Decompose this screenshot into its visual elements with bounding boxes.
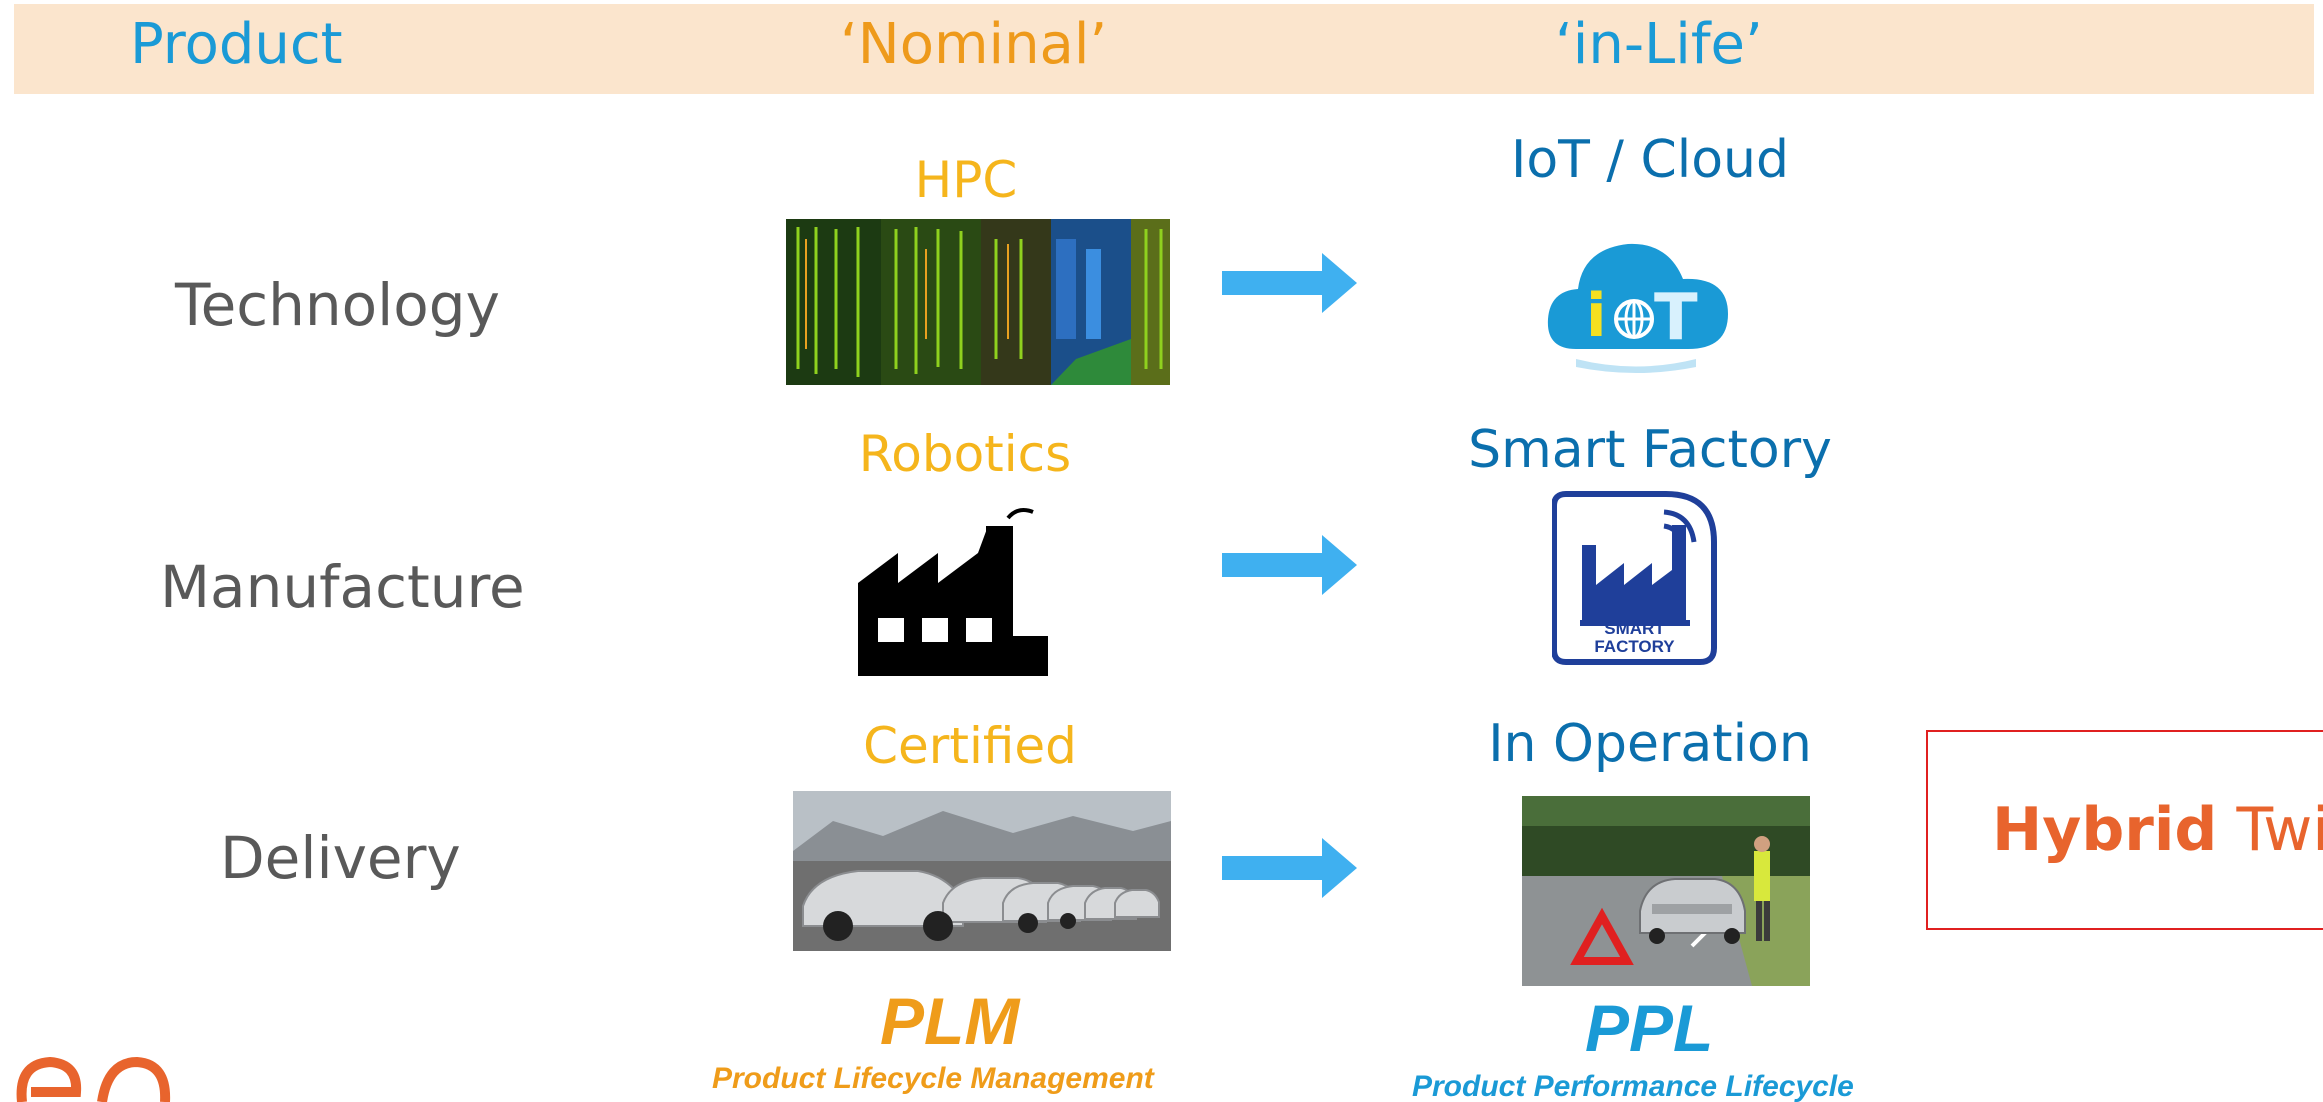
company-logo-icon [14, 1050, 174, 1102]
header-product: Product [130, 12, 343, 77]
header-nominal: ‘Nominal’ [840, 12, 1108, 77]
plm-acronym: PLM [880, 984, 1020, 1058]
hybrid-twin-box: Hybrid Twin [1926, 730, 2323, 930]
iot-cloud-icon: i T [1546, 224, 1731, 374]
hybrid-twin-word-1: Hybrid [1992, 795, 2218, 865]
certified-cars-image [793, 791, 1171, 951]
ppl-full-name: Product Performance Lifecycle [1412, 1070, 1854, 1102]
arrow-right-icon [1222, 253, 1357, 313]
row-label-technology: Technology [175, 271, 500, 339]
nominal-title-hpc: HPC [914, 151, 1018, 209]
nominal-title-certified: Certified [863, 717, 1077, 775]
smart-factory-icon: SMART FACTORY [1551, 490, 1717, 666]
row-label-delivery: Delivery [220, 824, 461, 892]
iot-letter-i-text: i [1586, 281, 1607, 351]
row-label-manufacture: Manufacture [160, 553, 525, 621]
header-band [14, 4, 2314, 94]
ppl-acronym: PPL [1585, 991, 1714, 1065]
smart-factory-caption-line1: SMART [1604, 619, 1665, 638]
factory-icon [858, 498, 1048, 676]
in-life-title-operation: In Operation [1488, 714, 1812, 774]
hybrid-twin-logo: Hybrid Twin [1992, 794, 2323, 866]
car-breakdown-image [1522, 796, 1810, 986]
plm-full-name: Product Lifecycle Management [712, 1062, 1154, 1095]
hybrid-twin-word-2: Twin [2236, 795, 2323, 865]
iot-letter-t-text: T [1654, 281, 1698, 355]
smart-factory-caption-line2: FACTORY [1594, 637, 1675, 656]
in-life-title-iot: IoT / Cloud [1510, 130, 1790, 190]
in-life-title-smart-factory: Smart Factory [1468, 420, 1832, 480]
arrow-right-icon [1222, 838, 1357, 898]
hpc-server-room-image [786, 219, 1170, 385]
arrow-right-icon [1222, 535, 1357, 595]
header-in-life: ‘in-Life’ [1555, 12, 1763, 77]
nominal-title-robotics: Robotics [858, 425, 1072, 483]
